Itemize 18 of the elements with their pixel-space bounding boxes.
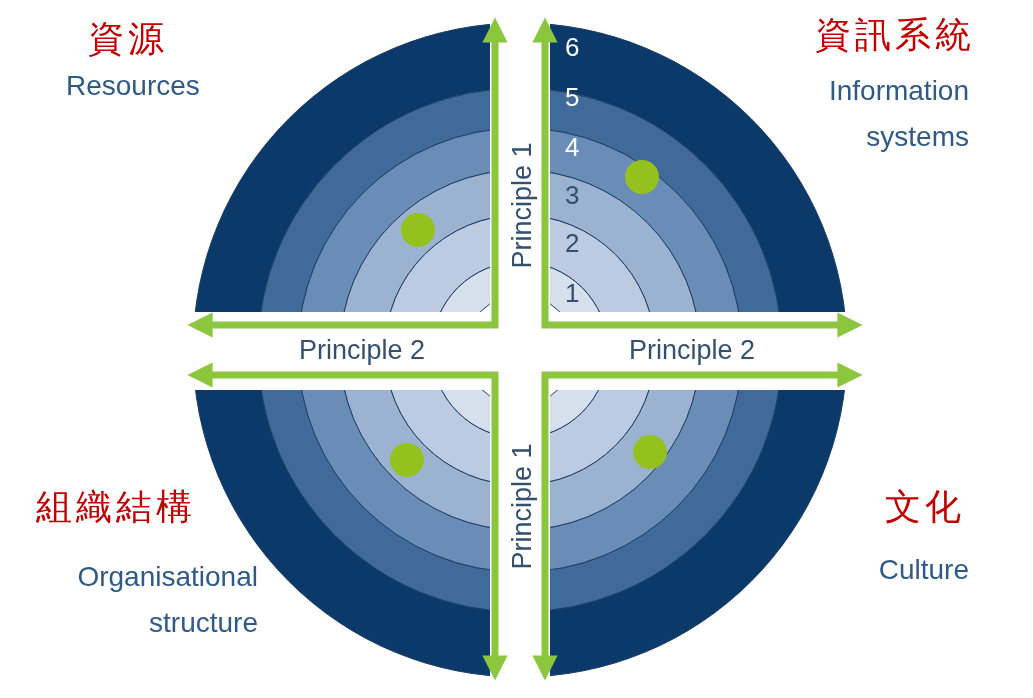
axis-label: Principle 2 [299,334,426,366]
heading: 資訊系統 [815,14,975,56]
ring-number: 5 [565,83,580,113]
heading: 組織結構 [36,486,196,528]
ring-number: 2 [565,229,580,259]
heading: 文化 [885,486,965,528]
quadrant-label: Culture [878,554,969,587]
heading: 資源 [88,18,168,60]
ring-number: 6 [565,33,580,63]
ring-number: 3 [565,181,580,211]
axis-label: Principle 2 [629,334,756,366]
quadrant-label: Information systems [827,74,969,154]
axis-label: Principle 1 [506,443,538,570]
ring-number: 1 [565,279,580,309]
quadrant-label: Organisational structure [76,560,258,640]
ring-number: 4 [565,133,580,163]
quadrant-label: Resources [66,70,200,103]
axis-label: Principle 1 [506,142,538,269]
